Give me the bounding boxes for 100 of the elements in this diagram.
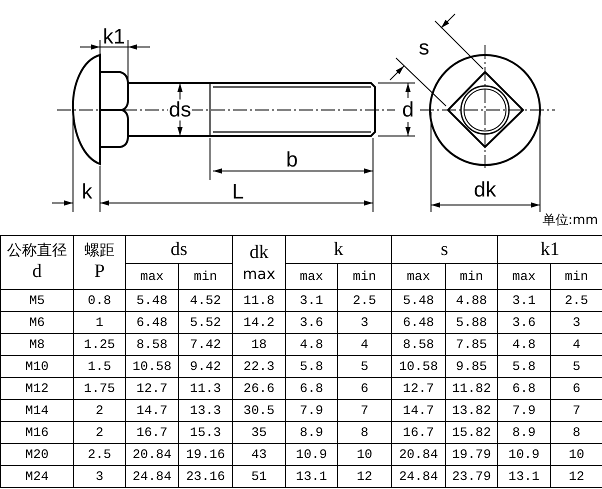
table-cell: 10.58 (126, 356, 178, 378)
table-cell: 7.9 (498, 400, 550, 422)
column-header: d (31, 260, 43, 284)
table-cell: 22.3 (232, 356, 286, 378)
table-cell: 11.82 (446, 378, 498, 400)
table-cell: 8 (338, 422, 392, 444)
table-cell: 23.79 (446, 466, 498, 488)
table-cell: 2 (74, 400, 126, 422)
table-cell: 10 (338, 444, 392, 466)
column-header: max (242, 265, 276, 284)
table-cell: 4.8 (286, 334, 338, 356)
dimension-label: L (231, 182, 245, 202)
table-cell: 12 (338, 466, 392, 488)
table-cell: M8 (0, 334, 74, 356)
table-cell: 3.6 (286, 312, 338, 334)
table-cell: M6 (0, 312, 74, 334)
table-cell: 4.8 (498, 334, 550, 356)
table-cell: 2 (74, 422, 126, 444)
table-cell: 5.48 (392, 290, 446, 312)
column-header: max (392, 264, 446, 290)
column-header: 公称直径 (6, 241, 68, 260)
table-cell: 5.8 (498, 356, 550, 378)
table-cell: 43 (232, 444, 286, 466)
table-cell: 1.75 (74, 378, 126, 400)
table-cell: 14.2 (232, 312, 286, 334)
table-cell: 6 (338, 378, 392, 400)
table-cell: 3 (338, 312, 392, 334)
table-cell: 12.7 (392, 378, 446, 400)
table-cell: 6.8 (498, 378, 550, 400)
table-cell: 7 (338, 400, 392, 422)
table-cell: 4.88 (446, 290, 498, 312)
table-cell: 9.42 (178, 356, 232, 378)
column-header: 螺距 (84, 241, 116, 260)
table-cell: M24 (0, 466, 74, 488)
table-cell: M16 (0, 422, 74, 444)
table-cell: M5 (0, 290, 74, 312)
table-cell: 51 (232, 466, 286, 488)
table-cell: 15.3 (178, 422, 232, 444)
table-cell: 12.7 (126, 378, 178, 400)
table-cell: 2.5 (338, 290, 392, 312)
table-cell: 13.1 (286, 466, 338, 488)
dimension-label: dk (472, 180, 498, 200)
table-cell: 5.88 (446, 312, 498, 334)
table-cell: 8.9 (286, 422, 338, 444)
column-header: s (392, 236, 498, 264)
table-cell: 1.25 (74, 334, 126, 356)
table-cell: 4.52 (178, 290, 232, 312)
table-cell: 4 (338, 334, 392, 356)
table-cell: 6.8 (286, 378, 338, 400)
column-header: P (93, 260, 106, 284)
table-cell: 14.7 (392, 400, 446, 422)
table-cell: M14 (0, 400, 74, 422)
table-cell: 11.8 (232, 290, 286, 312)
column-header: k (286, 236, 392, 264)
table-cell: 1 (74, 312, 126, 334)
table-cell: 8.58 (392, 334, 446, 356)
table-cell: 9.85 (446, 356, 498, 378)
table-cell: 3.1 (498, 290, 550, 312)
table-cell: 24.84 (126, 466, 178, 488)
table-cell: 6.48 (392, 312, 446, 334)
column-header: dk (248, 241, 270, 265)
table-cell: 13.82 (446, 400, 498, 422)
table-cell: 19.16 (178, 444, 232, 466)
table-cell: 14.7 (126, 400, 178, 422)
table-cell: 24.84 (392, 466, 446, 488)
column-header: max (126, 264, 178, 290)
table-cell: 20.84 (392, 444, 446, 466)
table-cell: 2.5 (74, 444, 126, 466)
dimension-label: b (285, 150, 299, 170)
column-header: min (446, 264, 498, 290)
table-cell: 16.7 (392, 422, 446, 444)
table-cell: 7.85 (446, 334, 498, 356)
table-cell: 5.8 (286, 356, 338, 378)
table-cell: 18 (232, 334, 286, 356)
table-cell: 10.9 (286, 444, 338, 466)
table-cell: M10 (0, 356, 74, 378)
dimension-label: ds (168, 100, 192, 120)
table-cell: M20 (0, 444, 74, 466)
table-cell: 5 (338, 356, 392, 378)
table-cell: 23.16 (178, 466, 232, 488)
table-cell: 3.6 (498, 312, 550, 334)
table-cell: 5.52 (178, 312, 232, 334)
table-cell: 26.6 (232, 378, 286, 400)
table-cell: 10.58 (392, 356, 446, 378)
table-cell: 0.8 (74, 290, 126, 312)
table-cell: 1.5 (74, 356, 126, 378)
table-cell: 3.1 (286, 290, 338, 312)
table-cell: 13.1 (498, 466, 550, 488)
dimension-label: s (418, 38, 430, 58)
table-cell: 20.84 (126, 444, 178, 466)
table-cell: 13.3 (178, 400, 232, 422)
dimension-label: k (80, 182, 94, 202)
table-cell: 16.7 (126, 422, 178, 444)
column-header: min (338, 264, 392, 290)
table-cell: 7.9 (286, 400, 338, 422)
table-cell: 11.3 (178, 378, 232, 400)
table-cell: 8.9 (498, 422, 550, 444)
table-cell: 19.79 (446, 444, 498, 466)
column-header: ds (126, 236, 232, 264)
unit-note: 单位:mm (542, 214, 598, 227)
